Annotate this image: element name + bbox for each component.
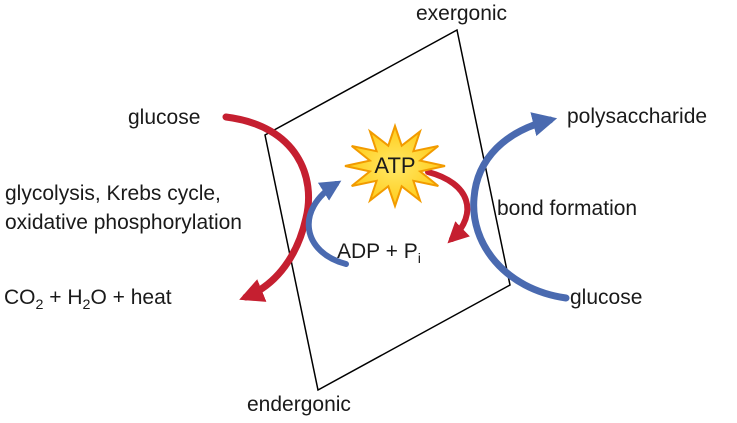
breakdown-products-label: CO2 + H2O + heat <box>4 286 172 314</box>
endergonic-label: endergonic <box>247 393 351 416</box>
adp-label: ADP + Pi <box>337 240 421 268</box>
pathway-label-line2: oxidative phosphorylation <box>5 211 242 234</box>
products-text-part: + H <box>43 286 83 309</box>
polysaccharide-synthesis-arrow <box>470 112 570 302</box>
bond-formation-label: bond formation <box>497 197 638 220</box>
atp-regeneration-arrow <box>305 180 349 267</box>
products-text-part: O + heat <box>90 286 172 309</box>
glucose-left-label: glucose <box>128 106 201 129</box>
reaction-plane <box>264 28 511 392</box>
pathway-label-line1: glycolysis, Krebs cycle, <box>5 182 221 205</box>
glucose-right-label: glucose <box>570 286 643 309</box>
glucose-breakdown-arrow <box>222 113 313 302</box>
adp-subscript: i <box>417 251 421 268</box>
polysaccharide-label: polysaccharide <box>567 105 708 128</box>
products-subscript: 2 <box>82 297 91 314</box>
products-subscript: 2 <box>35 297 44 314</box>
atp-hydrolysis-arrow <box>425 169 471 244</box>
adp-text-part: ADP + P <box>337 240 418 263</box>
atp-label: ATP <box>374 153 416 178</box>
atp-starburst <box>344 122 446 210</box>
products-text-part: CO <box>4 286 36 309</box>
exergonic-label: exergonic <box>416 2 508 25</box>
